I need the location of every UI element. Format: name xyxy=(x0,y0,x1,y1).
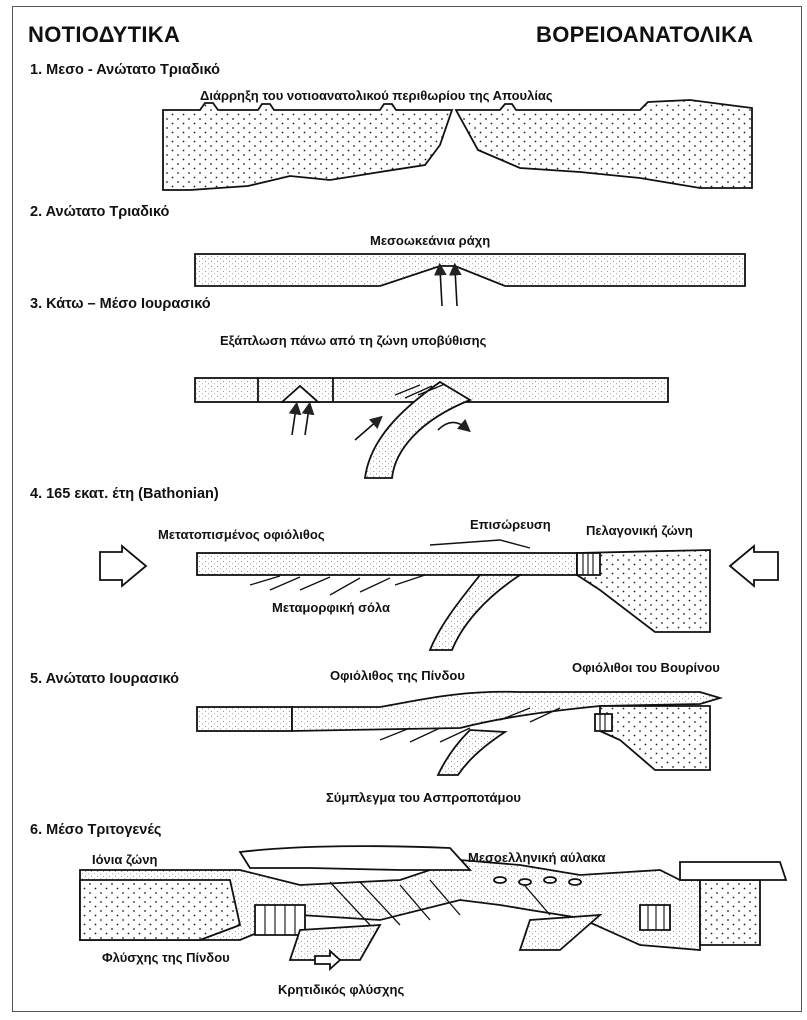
label-rifting: Διάρρηξη του νοτιοανατολικού περιθωρίου … xyxy=(200,88,553,103)
stage-4-title: 4. 165 εκατ. έτη (Bathonian) xyxy=(30,486,219,502)
label-cretaceous-flysch: Κρητιδικός φλύσχης xyxy=(278,982,404,997)
label-pindos-flysch: Φλύσχης της Πίνδου xyxy=(102,950,230,965)
header-left: ΝΟΤΙΟΔΥΤΙΚΑ xyxy=(28,22,180,48)
label-ionian-zone: Ιόνια ζώνη xyxy=(92,852,157,867)
section-1-rifting xyxy=(163,100,752,190)
label-metamorphic-sole: Μεταμορφική σόλα xyxy=(272,600,390,615)
header-right: ΒΟΡΕΙΟΑΝΑΤΟΛΙΚΑ xyxy=(536,22,753,48)
stage-1-title: 1. Μεσο - Ανώτατο Τριαδικό xyxy=(30,62,220,78)
section-2-mid-ocean-ridge xyxy=(195,254,745,306)
label-spreading: Εξάπλωση πάνω από τη ζώνη υποβύθισης xyxy=(220,333,486,348)
label-mid-ocean-ridge: Μεσοωκεάνια ράχη xyxy=(370,233,490,248)
stage-5-title: 5. Ανώτατο Ιουρασικό xyxy=(30,671,179,687)
section-4-bathonian xyxy=(100,540,778,650)
section-3-supra-subduction xyxy=(195,378,668,478)
label-accretion: Επισώρευση xyxy=(470,517,551,532)
label-pindos-ophiolite: Οφιόλιθος της Πίνδου xyxy=(330,668,465,683)
stage-2-title: 2. Ανώτατο Τριαδικό xyxy=(30,204,169,220)
section-5-upper-jurassic xyxy=(197,692,720,775)
label-displaced-ophiolite: Μετατοπισμένος οφιόλιθος xyxy=(158,527,325,542)
stage-3-title: 3. Κάτω – Μέσο Ιουρασικό xyxy=(30,296,211,312)
label-aspropotamos-complex: Σύμπλεγμα του Ασπροποτάμου xyxy=(326,790,521,805)
label-vourinos-ophiolites: Οφιόλιθοι του Βουρίνου xyxy=(572,660,720,675)
label-mesohellenic-trough: Μεσοελληνική αύλακα xyxy=(468,850,605,865)
label-pelagonian-zone: Πελαγονική ζώνη xyxy=(586,523,693,538)
stage-6-title: 6. Μέσο Τριτογενές xyxy=(30,822,161,838)
